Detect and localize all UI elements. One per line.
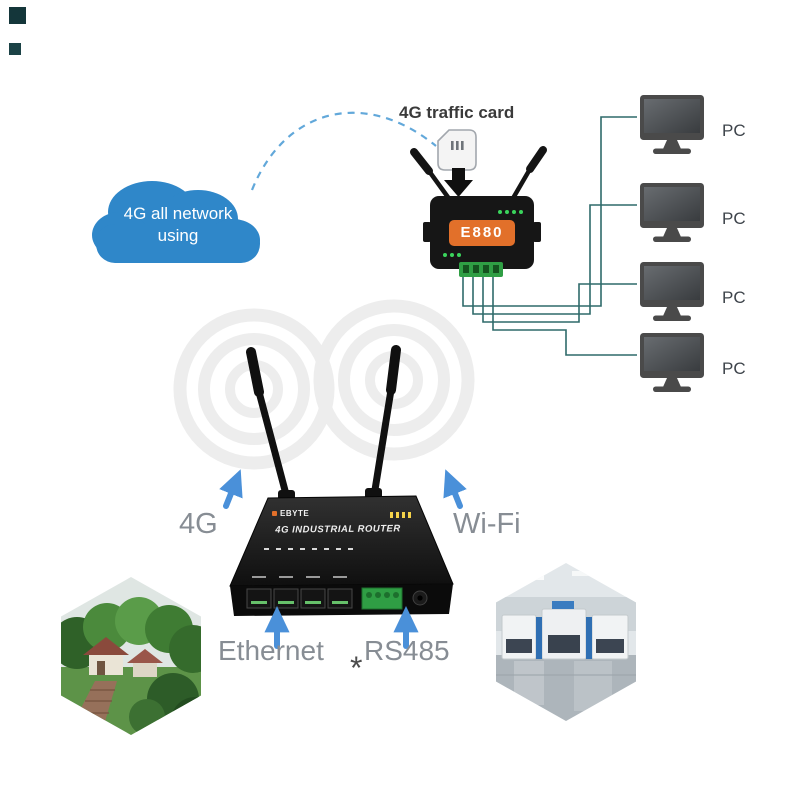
pc-monitor-icon bbox=[640, 183, 704, 242]
pc-monitor-icon bbox=[640, 262, 704, 321]
pc-monitor-icon bbox=[640, 95, 704, 154]
callout-4g: 4G bbox=[179, 508, 218, 540]
sim-card-icon bbox=[437, 129, 477, 171]
router-device bbox=[229, 345, 454, 616]
callout-wifi: Wi-Fi bbox=[453, 508, 521, 540]
arrow-wifi bbox=[443, 469, 467, 509]
cable-lines bbox=[462, 116, 637, 356]
router-brand-text: EBYTE bbox=[280, 509, 310, 518]
callout-arrows bbox=[219, 469, 467, 649]
modem-led-lights bbox=[443, 210, 523, 257]
down-arrow-icon bbox=[444, 168, 473, 197]
pc-label-1: PC bbox=[722, 121, 746, 140]
modem-terminal-block bbox=[459, 262, 503, 277]
router-indicator-marks bbox=[390, 512, 411, 518]
callout-ethernet: Ethernet bbox=[218, 635, 324, 666]
pc-label-4: PC bbox=[722, 359, 746, 378]
traffic-card-label: 4G traffic card bbox=[399, 103, 515, 122]
modem-device bbox=[410, 146, 547, 277]
brand-logo-icon bbox=[272, 511, 277, 516]
pc-monitor-icon bbox=[640, 333, 704, 392]
modem-name-label: E880 bbox=[460, 224, 504, 241]
cloud-label: 4G all network using bbox=[123, 204, 233, 246]
modem-label-plate bbox=[449, 220, 515, 246]
router-title: 4G INDUSTRIAL ROUTER bbox=[275, 523, 401, 536]
watermark-square-2 bbox=[9, 43, 21, 55]
pc-label-3: PC bbox=[722, 288, 746, 307]
watermark-square-1 bbox=[9, 7, 26, 24]
callout-rs485: RS485 bbox=[364, 635, 450, 666]
ethernet-ports bbox=[246, 588, 353, 609]
router-print-marks bbox=[264, 548, 353, 550]
wifi-ripple-right bbox=[313, 299, 475, 461]
rs485-terminal bbox=[361, 587, 403, 610]
router-port-labels-marks bbox=[252, 576, 347, 578]
arrow-4g bbox=[219, 469, 243, 509]
pc-label-2: PC bbox=[722, 209, 746, 228]
router-brand: EBYTE bbox=[272, 509, 309, 518]
cloud-icon bbox=[92, 181, 260, 263]
dashed-link-curve bbox=[250, 111, 437, 191]
footnote-asterisk: * bbox=[350, 650, 363, 686]
